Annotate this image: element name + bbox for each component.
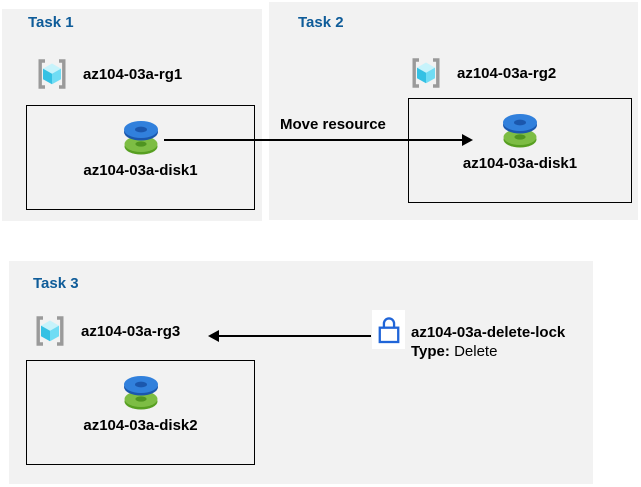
task1-resource-group: az104-03a-rg1 (34, 54, 182, 94)
task1-panel: Task 1 az104-03a-rg1 az104-03a-disk1 (2, 9, 262, 221)
disk-icon (121, 374, 161, 412)
resource-group-label: az104-03a-rg2 (457, 64, 557, 82)
lock-type-label: Type: (411, 343, 450, 360)
resource-group-icon (32, 311, 68, 351)
resource-group-label: az104-03a-rg1 (83, 65, 183, 83)
disk-label: az104-03a-disk1 (462, 155, 578, 172)
task1-title: Task 1 (28, 14, 74, 31)
arrow-right-icon (462, 134, 473, 146)
task2-panel: Task 2 az104-03a-rg2 az104-03a-disk1 (269, 2, 638, 220)
lock-icon (377, 315, 401, 345)
task3-title: Task 3 (33, 275, 79, 292)
delete-lock-type: Type: Delete (411, 343, 497, 360)
disk-icon (500, 112, 540, 150)
disk-label: az104-03a-disk2 (83, 417, 198, 434)
resource-group-icon (34, 54, 70, 94)
arrow-left-icon (208, 330, 219, 342)
resource-group-icon (408, 53, 444, 93)
task3-resource-box: az104-03a-disk2 (26, 360, 255, 465)
resource-group-label: az104-03a-rg3 (81, 322, 181, 340)
task1-resource-box: az104-03a-disk1 (26, 105, 255, 210)
task3-resource-group: az104-03a-rg3 (32, 311, 180, 351)
disk-label: az104-03a-disk1 (83, 162, 198, 179)
task2-title: Task 2 (298, 14, 344, 31)
lock-arrow-line (219, 335, 371, 337)
delete-lock-name: az104-03a-delete-lock (411, 324, 566, 341)
disk-icon (121, 119, 161, 157)
task3-panel: Task 3 az104-03a-rg3 az104-03a-disk2 (9, 261, 593, 484)
lock-type-value: Delete (454, 343, 498, 360)
move-resource-label: Move resource (280, 116, 386, 133)
task2-resource-box: az104-03a-disk1 (408, 98, 632, 203)
move-arrow-line (164, 139, 463, 141)
lock-chip (372, 310, 405, 349)
task2-resource-group: az104-03a-rg2 (408, 53, 556, 93)
